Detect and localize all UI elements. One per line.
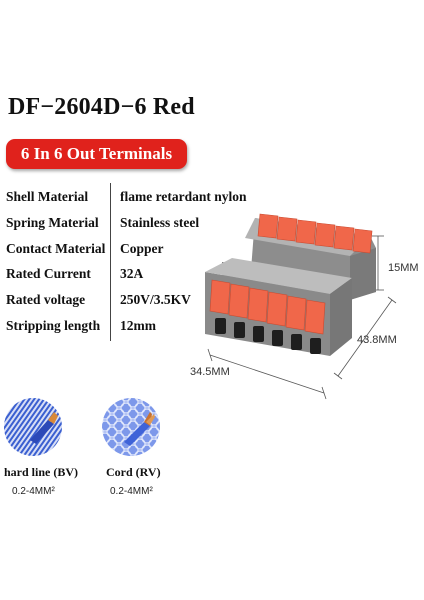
spec-row: Rated Current 32A xyxy=(6,266,296,286)
spec-label: Shell Material xyxy=(6,189,89,204)
spec-row: Stripping length 12mm xyxy=(6,318,296,338)
spec-label: Contact Material xyxy=(6,241,106,256)
spec-label: Rated Current xyxy=(6,266,91,281)
stranded-wire-icon xyxy=(102,398,160,456)
spec-row: Shell Material flame retardant nylon xyxy=(6,189,296,209)
spec-value: 250V/3.5KV xyxy=(120,292,191,307)
spec-row: Rated voltage 250V/3.5KV xyxy=(6,292,296,312)
wire-name: Cord (RV) xyxy=(106,465,161,479)
specs-divider xyxy=(110,183,111,341)
spec-value: flame retardant nylon xyxy=(120,189,247,204)
front-levers xyxy=(209,279,326,335)
spec-value: Copper xyxy=(120,241,164,256)
spec-value: Stainless steel xyxy=(120,215,200,230)
spec-label: Stripping length xyxy=(6,318,101,333)
dim-height: 15MM xyxy=(388,262,419,274)
wire-name: hard line (BV) xyxy=(4,465,79,479)
wire-range: 0.2-4MM² xyxy=(12,486,55,497)
badge-label: 6 In 6 Out Terminals xyxy=(20,144,173,163)
wire-holes xyxy=(215,318,321,354)
spec-value: 12mm xyxy=(120,318,156,333)
spec-row: Spring Material Stainless steel xyxy=(6,215,296,235)
back-levers xyxy=(257,213,373,254)
spec-row: Contact Material Copper xyxy=(6,241,296,261)
product-title: DF−2604D−6 Red xyxy=(8,94,195,120)
spec-label: Spring Material xyxy=(6,215,99,230)
dim-length: 43.8MM xyxy=(357,334,397,346)
product-badge: 6 In 6 Out Terminals xyxy=(6,139,187,169)
spec-value: 32A xyxy=(120,266,144,281)
solid-wire-icon xyxy=(4,398,62,456)
spec-label: Rated voltage xyxy=(6,292,86,307)
wire-range: 0.2-4MM² xyxy=(110,486,153,497)
dim-width: 34.5MM xyxy=(190,366,230,378)
